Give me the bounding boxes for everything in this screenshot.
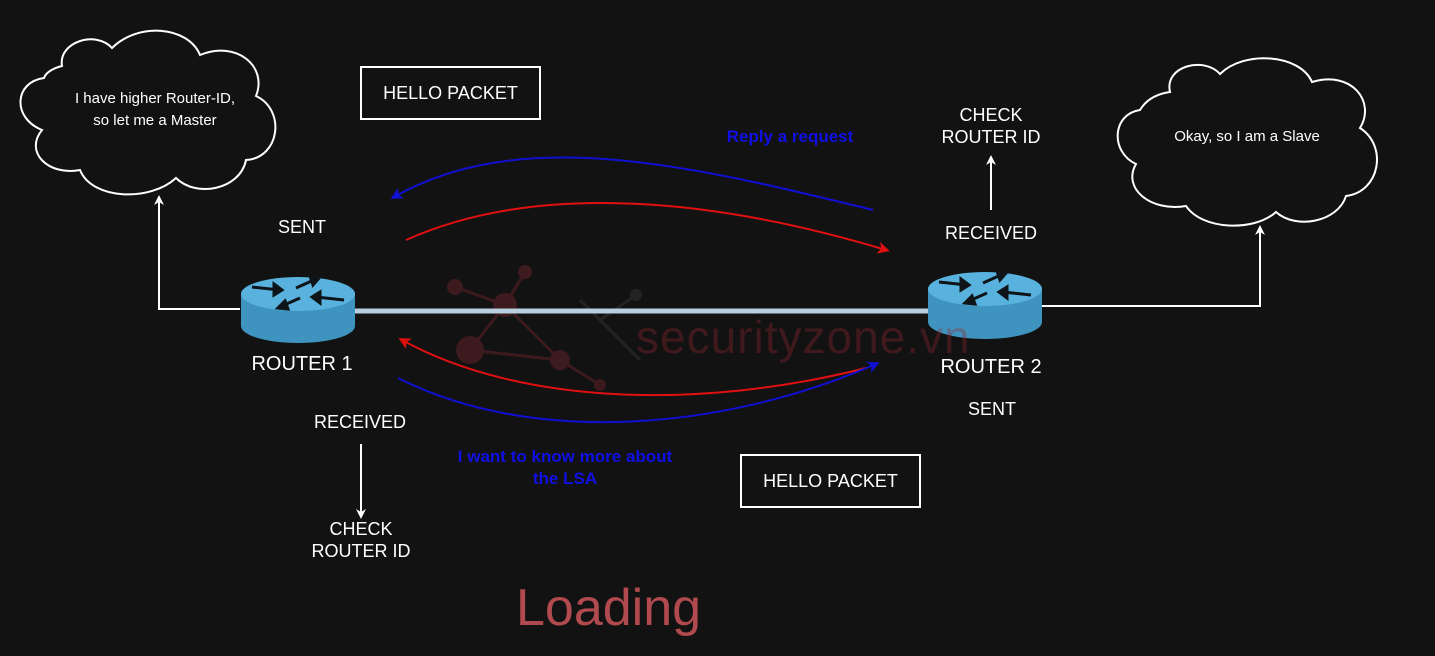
router-1-icon[interactable] bbox=[241, 274, 355, 343]
lsa-request-arrow bbox=[397, 361, 880, 424]
check-top-line-1: CHECK bbox=[959, 105, 1023, 125]
router2-sent-label: SENT bbox=[967, 399, 1016, 419]
watermark-text: securityzone.vn bbox=[636, 311, 971, 363]
left-thought-cloud bbox=[19, 29, 277, 196]
router-1-label: ROUTER 1 bbox=[251, 353, 353, 375]
right-thought-cloud bbox=[1116, 57, 1378, 227]
lsa-note-line-1: I want to know more about bbox=[457, 447, 673, 466]
left-cloud-line-2: so let me a Master bbox=[93, 112, 217, 129]
hello-r2-to-r1-arrow bbox=[398, 338, 867, 397]
router1-sent-label: SENT bbox=[277, 217, 326, 237]
router-2-icon[interactable] bbox=[928, 269, 1042, 339]
check-bottom-line-2: ROUTER ID bbox=[311, 541, 411, 561]
hello-packet-box-bottom: HELLO PACKET bbox=[740, 454, 921, 508]
router-2-label: ROUTER 2 bbox=[940, 356, 1042, 378]
check-top-line-2: ROUTER ID bbox=[941, 127, 1041, 147]
router2-received-label: RECEIVED bbox=[944, 223, 1038, 243]
right-cloud-text: Okay, so I am a Slave bbox=[1174, 128, 1320, 145]
router1-to-cloud-arrow bbox=[154, 195, 240, 310]
check-router-id-top: CHECK ROUTER ID bbox=[921, 104, 1061, 148]
router1-received-label: RECEIVED bbox=[313, 412, 407, 432]
router2-to-cloud-arrow bbox=[1040, 225, 1265, 307]
hello-packet-box-top: HELLO PACKET bbox=[360, 66, 541, 120]
lsa-request-note: I want to know more about the LSA bbox=[430, 446, 700, 490]
hello-r1-to-r2-arrow bbox=[405, 201, 890, 254]
reply-request-arrow bbox=[390, 156, 874, 211]
left-cloud-line-1: I have higher Router-ID, bbox=[74, 90, 236, 107]
reply-request-note: Reply a request bbox=[726, 127, 854, 146]
check-router-id-bottom: CHECK ROUTER ID bbox=[291, 518, 431, 562]
loading-label: Loading bbox=[516, 579, 702, 637]
check-bottom-line-1: CHECK bbox=[329, 519, 393, 539]
lsa-note-line-2: the LSA bbox=[532, 469, 598, 488]
left-cloud-text: I have higher Router-ID, so let me a Mas… bbox=[20, 88, 290, 132]
